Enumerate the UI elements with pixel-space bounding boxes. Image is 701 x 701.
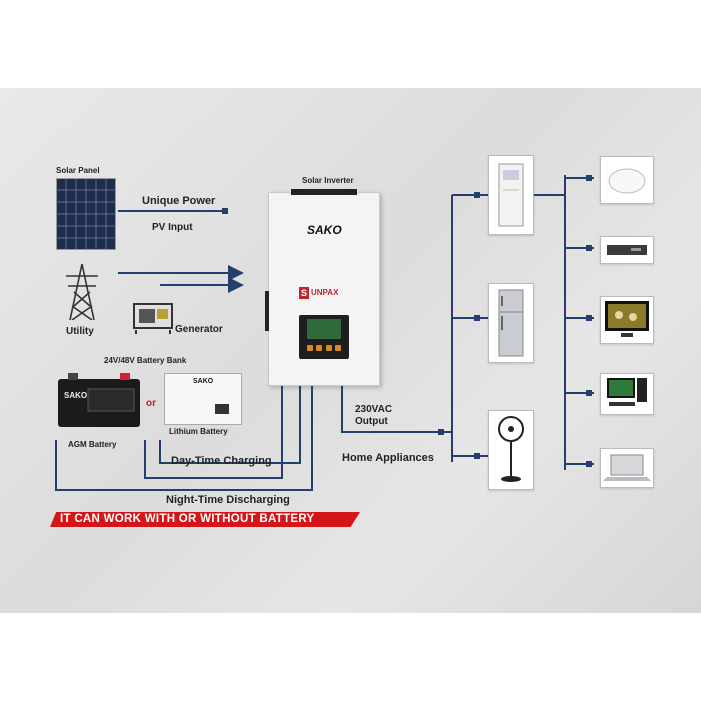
air-conditioner-icon <box>488 155 534 235</box>
lithium-battery-icon: SAKO <box>164 373 242 425</box>
night-discharge-wire <box>144 383 283 479</box>
agm-battery-label: AGM Battery <box>68 440 117 449</box>
inverter-control-panel <box>299 315 349 359</box>
sunpax-text: UNPAX <box>311 288 339 297</box>
sunpax-s-icon: S <box>299 287 309 299</box>
agm-battery-icon: SAKO <box>58 373 140 427</box>
utility-label: Utility <box>66 326 94 337</box>
solar-panel-label: Solar Panel <box>56 166 100 175</box>
output-label: Output <box>355 416 388 427</box>
output-voltage-label: 230VAC <box>355 404 393 415</box>
lithium-battery-label: Lithium Battery <box>169 427 228 436</box>
unique-power-label: Unique Power <box>142 195 216 207</box>
pv-input-label: PV Input <box>152 222 193 233</box>
day-time-charging-label: Day-Time Charging <box>171 455 272 467</box>
laptop-icon <box>600 448 654 488</box>
desktop-computer-icon <box>600 373 654 415</box>
inverter-buttons <box>307 345 341 353</box>
sunpax-logo: S UNPAX <box>299 287 349 299</box>
television-icon <box>600 296 654 344</box>
generator-label: Generator <box>175 324 223 335</box>
day-charging-wire <box>159 383 301 464</box>
battery-bank-label: 24V/48V Battery Bank <box>104 356 187 365</box>
battery-link-wire <box>55 383 313 491</box>
home-appliances-label: Home Appliances <box>342 452 434 464</box>
utility-tower-icon <box>64 262 100 321</box>
generator-icon <box>132 300 174 334</box>
ceiling-light-icon <box>600 156 654 204</box>
night-time-discharging-label: Night-Time Discharging <box>166 494 290 506</box>
lithium-battery-logo: SAKO <box>193 378 214 385</box>
fan-icon <box>488 410 534 490</box>
inverter-handle <box>291 189 357 195</box>
inverter-side-port <box>265 291 269 331</box>
battery-optional-banner: IT CAN WORK WITH OR WITHOUT BATTERY <box>50 512 360 527</box>
refrigerator-icon <box>488 283 534 363</box>
lithium-battery-display <box>215 404 229 414</box>
output-wire <box>341 383 452 433</box>
or-label: or <box>146 398 156 409</box>
pv-connector <box>222 208 228 214</box>
inverter-logo: SAKO <box>307 223 342 237</box>
solar-panel-icon <box>55 177 117 251</box>
solar-inverter-label: Solar Inverter <box>302 176 354 185</box>
dvd-player-icon <box>600 236 654 264</box>
inverter-lcd-screen <box>307 319 341 339</box>
agm-battery-logo: SAKO <box>64 391 88 400</box>
solar-inverter-unit: SAKO S UNPAX <box>265 189 380 386</box>
